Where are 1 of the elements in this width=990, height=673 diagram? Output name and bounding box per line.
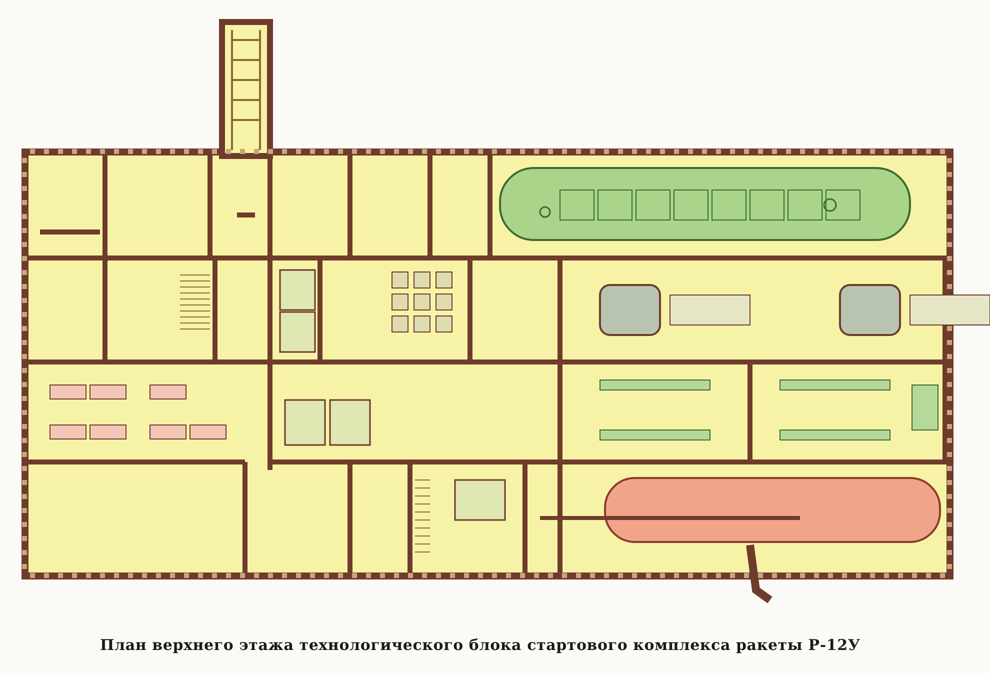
caption: План верхнего этажа технологического блока стартового комплекса ракеты Р-12У <box>100 636 860 654</box>
